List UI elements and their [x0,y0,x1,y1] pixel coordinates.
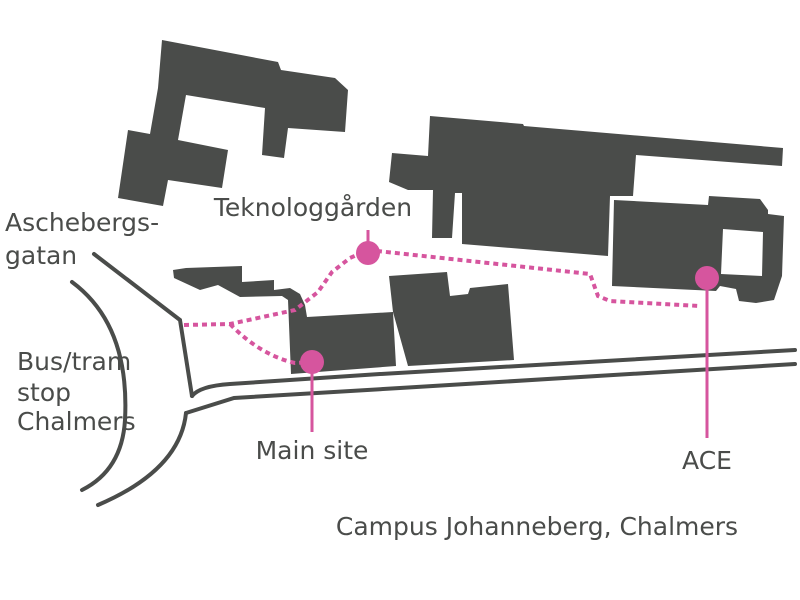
label-aschebergsgatan-line2: gatan [5,241,77,270]
markers [300,230,719,438]
marker-ace[interactable] [695,266,719,290]
label-ace: ACE [682,446,732,475]
road-main-upper-edge [190,348,797,398]
building-north-west [118,40,348,206]
road-main-lower-edge [184,362,797,415]
label-stop-line1: Bus/tram [17,347,131,376]
labels: Teknologgården Aschebergs- gatan Bus/tra… [5,193,738,541]
roads [70,252,797,507]
marker-main-site[interactable] [300,350,324,374]
marker-teknologgarden[interactable] [356,241,380,265]
map-caption: Campus Johanneberg, Chalmers [336,512,738,541]
route-to-teknologgarden [183,248,369,327]
road-aschebergsgatan [92,252,194,398]
label-main-site: Main site [256,436,369,465]
label-teknologgarden: Teknologgården [213,193,412,222]
route-to-main-site [228,322,313,366]
route-to-ace [367,248,701,308]
road-curve-left [96,411,188,507]
building-north-east [389,116,783,256]
buildings [118,40,784,374]
road-curve-outer [70,280,128,492]
walking-route [183,248,701,366]
label-aschebergsgatan-line1: Aschebergs- [5,208,159,237]
label-stop-line3: Chalmers [17,407,136,436]
label-stop-line2: stop [17,378,71,407]
building-main-site-east [389,272,514,366]
building-ace [612,196,784,303]
building-main-site-west [173,266,396,374]
